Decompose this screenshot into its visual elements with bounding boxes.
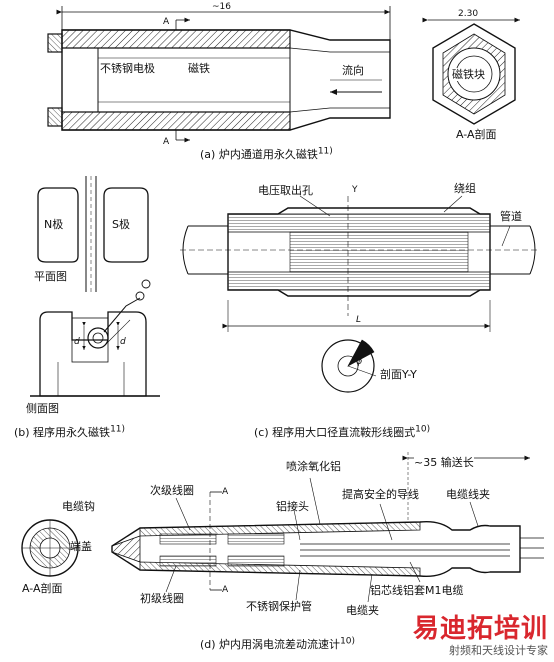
label-section-yy: 剖面Y-Y	[380, 368, 417, 381]
caption-d: (d) 炉内用涡电流差动流速计10)	[200, 636, 355, 652]
label-d-right: d	[120, 337, 126, 347]
caption-d-text: (d) 炉内用涡电流差动流速计	[200, 638, 341, 651]
panel-b-drawing	[30, 176, 160, 397]
panel-c-drawing	[180, 195, 538, 393]
label-weld-joint: 铝接头	[276, 500, 309, 513]
label-secondary-coil: 次级线圈	[150, 484, 194, 497]
panel-d-drawing	[21, 452, 544, 603]
label-transport-length: ~35 输送长	[414, 456, 474, 469]
label-cable-hook: 电缆钩	[62, 500, 95, 513]
caption-b-ref: 11)	[110, 424, 126, 435]
label-cable-clamp: 电缆线夹	[446, 488, 490, 501]
label-plan-view: 平面图	[34, 270, 67, 283]
label-side-view: 侧面图	[26, 402, 59, 415]
label-flow-direction: 流向	[342, 64, 364, 77]
watermark-logo-text: 易迪拓培训	[412, 614, 548, 644]
label-end-cap: 端盖	[70, 540, 92, 553]
label-y-axis: Y	[352, 185, 358, 195]
section-mark-a-top: A	[163, 17, 170, 27]
label-primary-coil: 初级线圈	[140, 592, 184, 605]
label-s-pole: S极	[112, 218, 130, 231]
label-section-aa: A-A剖面	[456, 128, 497, 141]
label-mi-cable: 铝芯线铝套M1电缆	[370, 584, 464, 597]
caption-a: (a) 炉内通道用永久磁铁11)	[200, 146, 333, 162]
caption-b-text: (b) 程序用永久磁铁	[14, 426, 111, 439]
dimension-width: 2.30	[458, 9, 478, 19]
label-magnet-block: 磁铁块	[452, 68, 485, 81]
label-n-pole: N极	[44, 218, 64, 231]
label-cable-clamp-lower: 电缆夹	[346, 604, 379, 617]
dimension-length: ~16	[212, 2, 231, 12]
label-stainless-electrode: 不锈钢电极	[100, 62, 155, 75]
label-phi: φ	[356, 357, 362, 367]
label-magnet: 磁铁	[188, 62, 210, 75]
label-section-aa-d: A-A剖面	[22, 582, 63, 595]
label-d-left: d	[74, 337, 80, 347]
label-voltage-tap: 电压取出孔	[258, 184, 313, 197]
label-steel-guard-tube: 不锈钢保护管	[246, 600, 312, 613]
caption-d-ref: 10)	[340, 636, 356, 647]
caption-a-text: (a) 炉内通道用永久磁铁	[200, 148, 318, 161]
label-winding: 绕组	[454, 182, 476, 195]
label-safety-wire: 提高安全的导线	[342, 488, 419, 501]
section-mark-d-bottom: A	[222, 585, 229, 595]
section-mark-a-bottom: A	[163, 137, 170, 147]
caption-c-ref: 10)	[415, 424, 431, 435]
label-pipe: 管道	[500, 210, 522, 223]
label-alumina-spray: 喷涂氧化铝	[286, 460, 341, 473]
section-mark-d-top: A	[222, 487, 229, 497]
watermark-subtitle: 射频和天线设计专家	[449, 644, 548, 657]
caption-b: (b) 程序用永久磁铁11)	[14, 424, 125, 440]
caption-c-text: (c) 程序用大口径直流鞍形线圈式	[254, 426, 416, 439]
watermark: 易迪拓培训 射频和天线设计专家	[413, 614, 548, 658]
label-length-l: L	[356, 315, 362, 325]
caption-a-ref: 11)	[317, 146, 333, 157]
caption-c: (c) 程序用大口径直流鞍形线圈式10)	[254, 424, 430, 440]
